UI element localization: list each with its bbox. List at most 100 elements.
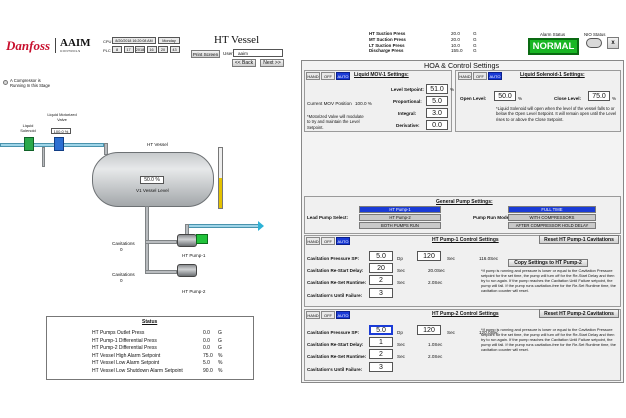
pump-run-mode-label: Pump Run Mode: — [473, 215, 511, 220]
plc-label: PLC — [103, 48, 111, 53]
vessel-outlet-pipe — [145, 206, 149, 272]
option-item[interactable]: AFTER COMPRESSOR HOLD DELAY — [508, 222, 596, 229]
lead-pump-label: Lead Pump Select: — [307, 215, 349, 220]
aaim-logo-text: AAIM — [60, 37, 91, 49]
motorized-valve-position: 100.0 % — [51, 128, 71, 134]
hoa-mode-hand-button[interactable]: HAND — [306, 72, 320, 80]
status-row-unit: G — [218, 345, 222, 352]
level-setpoint-input[interactable]: 51.0 — [426, 84, 448, 94]
p2-restart-input[interactable]: 1 — [369, 337, 393, 347]
option-item[interactable]: BOTH PUMPS RUN — [359, 222, 441, 229]
hoa-mode-hand-button[interactable]: HAND — [458, 72, 472, 80]
option-item[interactable]: HT Pump-2 — [359, 214, 441, 221]
hoa-mode-off-button[interactable]: OFF — [321, 72, 335, 80]
user-field[interactable]: aaim — [233, 49, 283, 57]
pressure-value: 20.0 — [451, 36, 460, 42]
liquid-solenoid-label: Liquid Solenoid — [20, 123, 36, 133]
pressure-label: MT Suction Press — [369, 36, 406, 42]
print-screen-button[interactable]: Print Screen — [191, 50, 220, 58]
close-level-input[interactable]: 75.0 — [588, 91, 610, 101]
solenoid-settings-section — [455, 70, 621, 132]
motorized-valve-body — [54, 137, 64, 151]
liquid-motorized-valve-label: Liquid Motorized Valve — [47, 112, 77, 122]
vessel-title: HT Vessel — [147, 142, 168, 147]
back-button[interactable]: << Back — [232, 59, 256, 67]
cavitations-1-value: 0 — [120, 247, 123, 252]
hoa-mode-off-button[interactable]: OFF — [321, 311, 335, 319]
cavitations-1-label: Cavitations — [112, 241, 135, 246]
pressure-value: 20.0 — [451, 31, 460, 36]
status-row-unit: % — [218, 368, 223, 374]
hoa-mode-auto-button[interactable]: AUTO — [488, 72, 502, 80]
status-row-value: 0.0 — [203, 330, 210, 336]
hoa-mode-off-button[interactable]: OFF — [473, 72, 487, 80]
general-pump-title: General Pump Settings: — [436, 199, 493, 205]
p2-cav-sp-unit: Dp — [397, 330, 403, 335]
p2-cav-sec-input[interactable]: 120 — [417, 325, 441, 335]
danfoss-logo: Danfoss — [6, 38, 51, 53]
mov-note: *Motorized Valve will modulate to try an… — [307, 114, 364, 130]
cpu-label: CPU — [103, 39, 112, 44]
p1-rerun-unit: Sec — [397, 280, 405, 285]
option-item[interactable]: WITH COMPRESSORS — [508, 214, 596, 221]
p1-rerun-readout: 2.0Sec — [428, 280, 443, 285]
open-level-input[interactable]: 50.0 — [494, 91, 516, 101]
solenoid-note: *Liquid Solenoid will open when the leve… — [496, 106, 617, 122]
p2-rerun-readout: 2.0Sec — [428, 354, 443, 359]
cpu-clock: 8/20/2018 16:20:08 AM — [112, 37, 156, 44]
pump-1-motor — [177, 234, 197, 247]
plc-field: 8 — [112, 46, 122, 53]
pump-1-control-title: HT Pump-1 Control Settings — [432, 237, 499, 243]
integral-input[interactable]: 3.0 — [426, 108, 448, 118]
option-item[interactable]: HT Pump-1 — [359, 206, 441, 213]
mov-position-value: 100.0 % — [355, 101, 372, 106]
status-row-value: 5.0 — [203, 360, 210, 367]
level-setpoint-label: Level Setpoint: — [391, 87, 424, 92]
copy-settings-to-pump-2-button[interactable]: Copy Settings to HT Pump-2 — [508, 259, 588, 267]
status-row-value: 90.0 — [203, 368, 213, 374]
open-level-label: Open Level: — [460, 96, 487, 101]
p2-fail-input[interactable]: 3 — [369, 362, 393, 372]
level-setpoint-unit: % — [450, 87, 455, 92]
p2-restart-unit: Sec — [397, 342, 405, 347]
status-row-value: 0.0 — [203, 337, 210, 344]
close-button[interactable]: x — [607, 37, 619, 49]
p2-restart-label: Cavitation Re-Start Delay: — [307, 342, 364, 347]
reset-pump-1-cavitations-button[interactable]: Reset HT Pump-1 Cavitations — [539, 235, 619, 244]
pump-1-label: HT Pump-1 — [182, 253, 206, 258]
p1-rerun-input[interactable]: 2 — [369, 275, 393, 285]
status-row-label: HT Pump-1 Differential Press — [92, 337, 157, 344]
reset-pump-2-cavitations-button[interactable]: Reset HT Pump-2 Cavitations — [539, 309, 619, 318]
hoa-mode-auto-button[interactable]: AUTO — [336, 311, 350, 319]
pressure-label: HT Suction Press — [369, 31, 406, 36]
pressure-value: 155.0 — [451, 48, 463, 54]
p2-cav-sp-input[interactable]: 5.0 — [369, 325, 393, 335]
pump-discharge-pipe — [185, 224, 260, 228]
pump-suction-pipe-2 — [145, 270, 177, 274]
option-item[interactable]: FULL TIME — [508, 206, 596, 213]
p1-rerun-label: Cavitation Re-Set Runtime: — [307, 280, 367, 285]
status-row-label: HT Vessel Low Alarm Setpoint — [92, 360, 160, 367]
discharge-arrow-icon — [258, 221, 264, 231]
p2-fail-label: Cavitation's Until Failure: — [307, 367, 363, 372]
derivative-input[interactable]: 0.0 — [426, 120, 448, 130]
p2-cav-sp-label: Cavitation Pressure SP: — [307, 330, 360, 335]
p1-cav-sp-input[interactable]: 5.0 — [369, 251, 393, 261]
proportional-input[interactable]: 5.0 — [426, 96, 448, 106]
status-panel — [46, 316, 254, 380]
status-row-value: 0.0 — [203, 345, 210, 352]
p1-restart-input[interactable]: 20 — [369, 263, 393, 273]
pump-2-motor — [177, 264, 197, 277]
hoa-mode-auto-button[interactable]: AUTO — [336, 237, 350, 245]
hoa-mode-hand-button[interactable]: HAND — [306, 237, 320, 245]
hoa-title: HOA & Control Settings — [424, 61, 500, 70]
p2-rerun-input[interactable]: 2 — [369, 349, 393, 359]
hoa-mode-hand-button[interactable]: HAND — [306, 311, 320, 319]
compressor-running-indicator — [3, 80, 8, 85]
pump-1-status-indicator — [196, 234, 208, 244]
p1-cav-sec-input[interactable]: 120 — [417, 251, 441, 261]
hoa-mode-auto-button[interactable]: AUTO — [336, 72, 350, 80]
next-button[interactable]: Next >> — [260, 59, 284, 67]
hoa-mode-off-button[interactable]: OFF — [321, 237, 335, 245]
p1-fail-input[interactable]: 3 — [369, 288, 393, 298]
